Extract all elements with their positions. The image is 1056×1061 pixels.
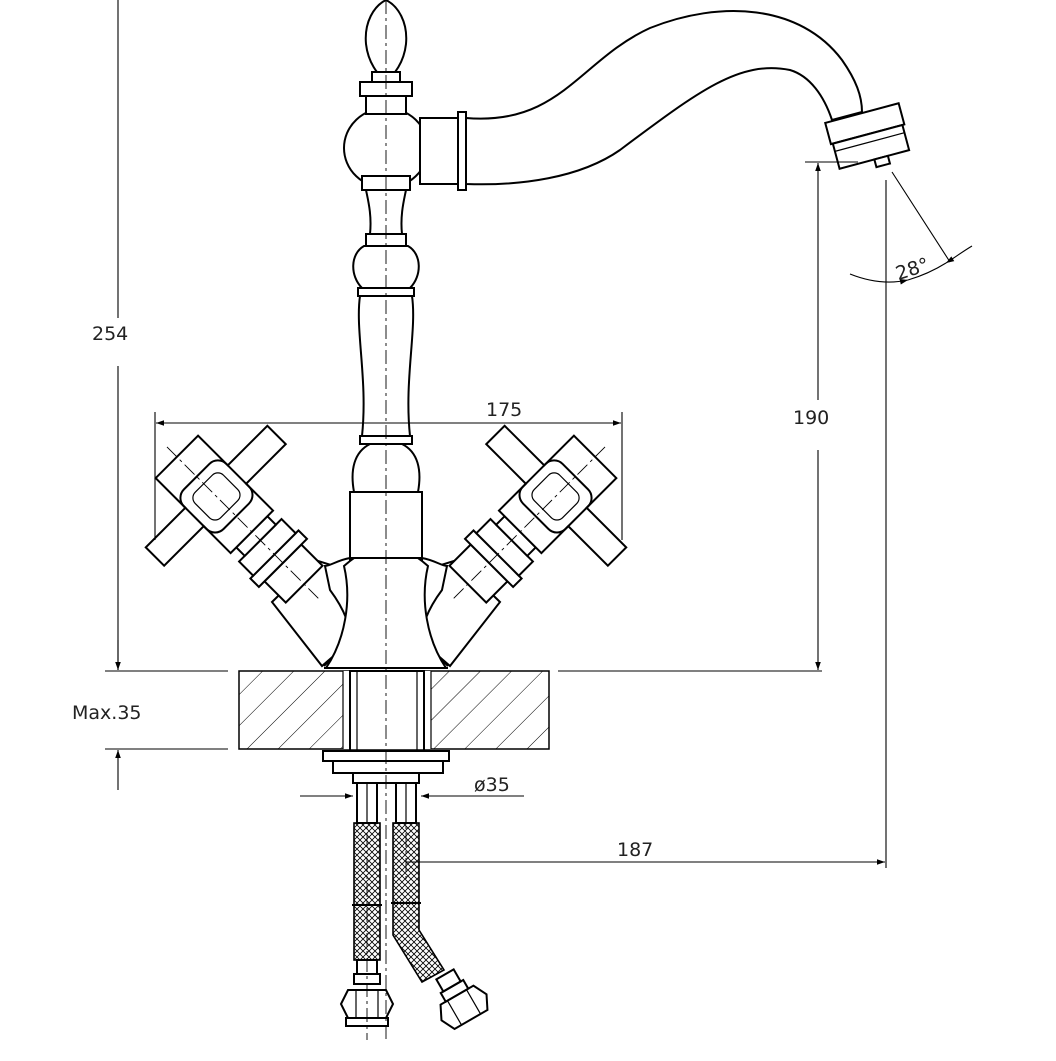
dimension-deck-thickness: Max.35 (72, 640, 228, 790)
dimension-spout-angle: 28° (849, 171, 973, 285)
left-handle[interactable] (105, 385, 379, 659)
dim-spout-angle-label: 28° (893, 254, 932, 285)
dim-spout-reach-label: 187 (617, 839, 653, 861)
dim-deck-thickness-label: Max.35 (72, 702, 142, 724)
spout (419, 10, 911, 191)
center-lines (366, 0, 407, 1040)
dimension-spout-height: 190 (793, 161, 858, 670)
dimension-spout-reach: 187 (406, 180, 887, 868)
dimension-hole-diameter: ø35 (300, 774, 524, 799)
countertop-section (238, 670, 550, 784)
dimension-handle-span: 175 (154, 399, 623, 540)
dim-handle-span-label: 175 (486, 399, 522, 421)
dimension-total-height: 254 (92, 0, 822, 672)
dim-total-height-label: 254 (92, 323, 128, 345)
dim-spout-height-label: 190 (793, 407, 829, 429)
dim-hole-diameter-label: ø35 (474, 774, 510, 796)
right-handle[interactable] (393, 385, 667, 659)
supply-hoses (339, 782, 489, 1031)
